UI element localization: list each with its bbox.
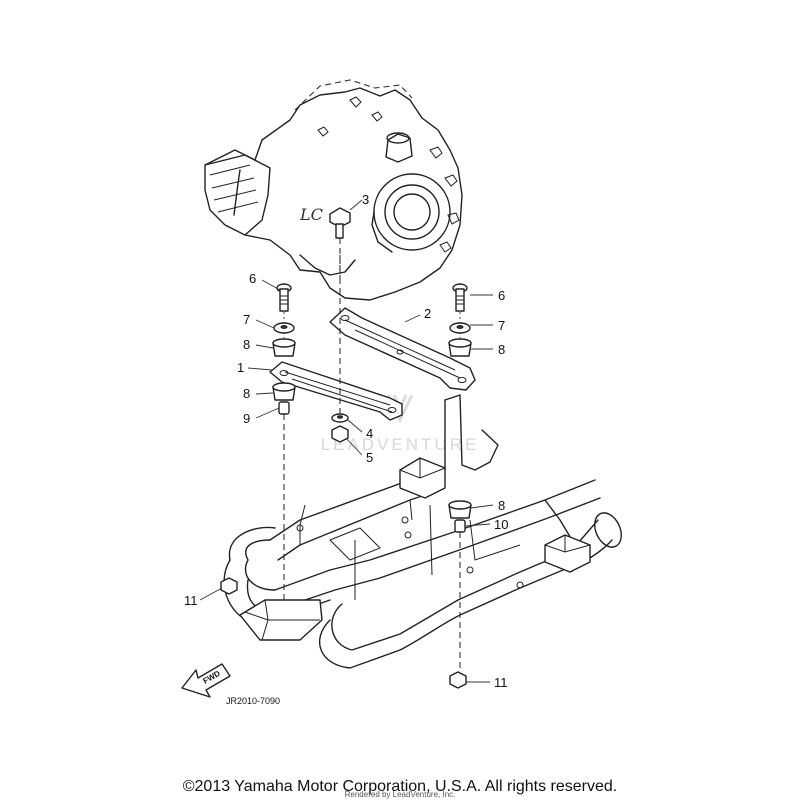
callout-7-left: 7 xyxy=(243,312,250,327)
copyright-notice: ©2013 Yamaha Motor Corporation, U.S.A. A… xyxy=(182,778,618,795)
callout-4: 4 xyxy=(366,426,373,441)
callout-8-lower-left: 8 xyxy=(243,386,250,401)
callout-8-lower-right: 8 xyxy=(498,498,505,513)
part-11-nut-right xyxy=(449,671,467,689)
part-9-collar xyxy=(278,401,290,415)
callout-6-left: 6 xyxy=(249,271,256,286)
engine: LC xyxy=(204,79,463,301)
part-8-damper-lower-right xyxy=(448,500,472,519)
fwd-arrow: FWD xyxy=(181,663,231,698)
rendered-by-notice: Rendered by LeadVenture, Inc. xyxy=(344,790,456,799)
callout-11-left: 11 xyxy=(184,593,198,608)
part-4-washer xyxy=(331,413,349,423)
part-11-nut-left xyxy=(220,577,238,595)
part-10-collar xyxy=(454,519,466,533)
svg-text:LC: LC xyxy=(299,205,323,224)
part-8-damper-lower-left xyxy=(272,382,296,401)
frame xyxy=(223,394,622,669)
watermark: LEADVENTURE xyxy=(321,394,480,454)
callout-10: 10 xyxy=(494,517,508,532)
reference-code: JR2010-7090 xyxy=(226,696,280,706)
callout-6-right: 6 xyxy=(498,288,505,303)
part-8-damper-upper-left xyxy=(272,338,296,357)
part-6-bolt-right xyxy=(452,283,468,312)
leader-lines xyxy=(199,199,494,683)
callout-2: 2 xyxy=(424,306,431,321)
callout-8-upper-left: 8 xyxy=(243,337,250,352)
part-1-lower-bracket xyxy=(269,361,403,421)
part-5-nut xyxy=(331,425,349,443)
callout-7-right: 7 xyxy=(498,318,505,333)
watermark-text: LEADVENTURE xyxy=(321,435,480,454)
part-3-bolt xyxy=(329,207,351,239)
part-2-upper-bracket xyxy=(329,307,476,391)
callout-1: 1 xyxy=(237,360,244,375)
callout-3: 3 xyxy=(362,192,369,207)
part-8-damper-upper-right xyxy=(448,338,472,357)
callout-5: 5 xyxy=(366,450,373,465)
part-6-bolt-left xyxy=(276,283,292,312)
callout-9: 9 xyxy=(243,411,250,426)
callout-11-right: 11 xyxy=(494,675,508,690)
callouts: 3 6 6 2 7 7 8 8 1 8 9 4 5 8 10 11 11 xyxy=(184,192,508,690)
assembly-lines xyxy=(283,238,461,672)
callout-8-upper-right: 8 xyxy=(498,342,505,357)
